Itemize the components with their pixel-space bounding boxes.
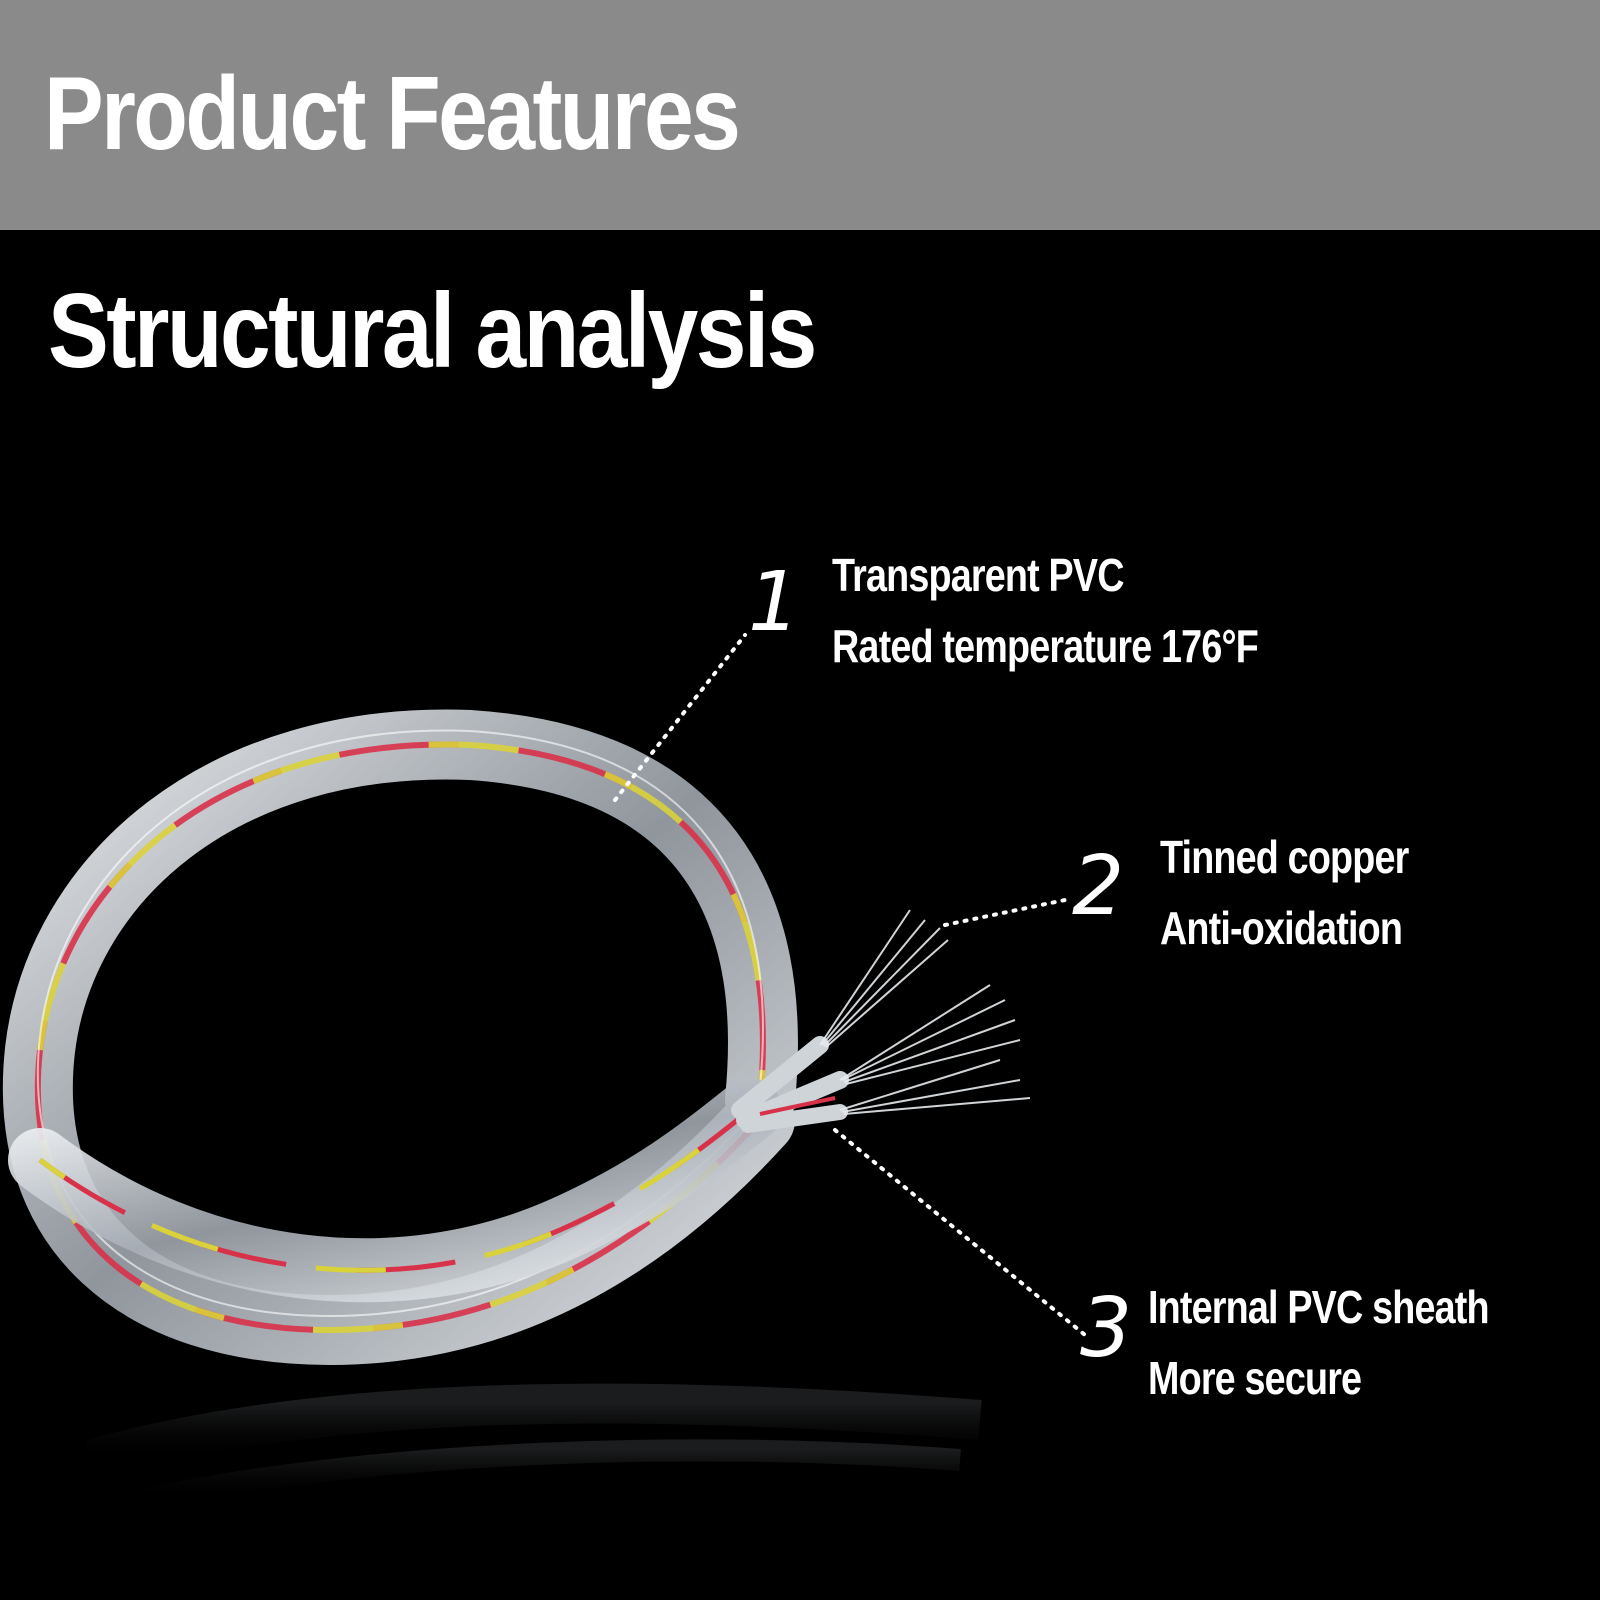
callout-1-line1: Transparent PVC (832, 549, 1124, 601)
callout-text-1: Transparent PVC Rated temperature 176°F (832, 540, 1259, 683)
callout-text-3: Internal PVC sheath More secure (1148, 1272, 1490, 1415)
leader-line-3 (833, 1128, 1087, 1337)
inner-wires (731, 1036, 849, 1133)
callout-2-line1: Tinned copper (1160, 831, 1409, 883)
callout-number-2: 2 (1072, 839, 1125, 934)
callout-number-3: 3 (1080, 1281, 1133, 1376)
leader-line-1 (613, 633, 747, 802)
copper-strands (819, 909, 1031, 1115)
cable-crossing (8, 1078, 782, 1303)
section-title: Structural analysis (48, 272, 817, 390)
leader-line-2 (943, 898, 1067, 927)
header-band: Product Features (0, 0, 1600, 230)
callout-1-line2: Rated temperature 176°F (832, 620, 1259, 673)
callout-number-1: 1 (748, 555, 801, 650)
page-title: Product Features (44, 56, 741, 172)
cable-loop (2, 709, 798, 1366)
callout-3-line1: Internal PVC sheath (1148, 1281, 1490, 1333)
callout-2-line2: Anti-oxidation (1160, 902, 1403, 955)
leader-lines (613, 633, 1087, 1337)
callout-text-2: Tinned copper Anti-oxidation (1160, 822, 1409, 965)
cable-reflection (84, 1383, 982, 1511)
callout-3-line2: More secure (1148, 1352, 1362, 1405)
